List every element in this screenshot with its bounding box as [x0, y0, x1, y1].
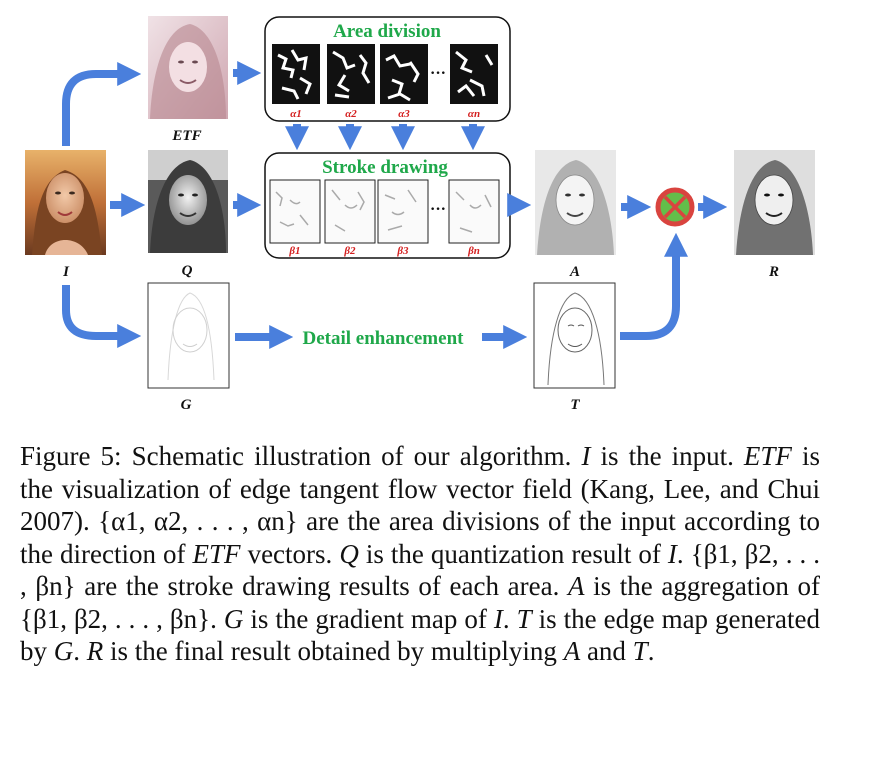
caption-text: Q — [339, 538, 359, 569]
beta-3: β3 — [396, 245, 409, 257]
stroke-ellipsis: ··· — [430, 201, 446, 218]
caption-text: . — [73, 636, 87, 666]
caption-text: T — [632, 636, 648, 666]
caption-text: is the edge map generated by — [20, 603, 820, 667]
alpha-n: αn — [468, 108, 480, 120]
label-T: T — [570, 397, 580, 413]
caption-text: Figure 5: Schematic illustration of our … — [20, 441, 582, 471]
area-division-title: Area division — [333, 21, 441, 42]
detail-enhancement-label: Detail enhancement — [303, 328, 465, 349]
label-Q: Q — [182, 263, 193, 279]
beta-1: β1 — [288, 245, 300, 257]
caption-text: is the input. — [590, 441, 744, 471]
caption-text: is the quantization result of — [358, 538, 668, 569]
caption-text: G — [53, 636, 74, 666]
stroke-drawing-title: Stroke drawing — [322, 157, 448, 178]
input-image-I — [25, 150, 106, 255]
label-G: G — [181, 397, 192, 413]
flow-arrows — [62, 61, 728, 349]
alpha-1: α1 — [290, 108, 302, 120]
caption-text: is the gradient map of — [243, 603, 494, 634]
arrow-T-to-multiply — [620, 232, 688, 340]
caption-text: is the visualization of edge tangent flo… — [20, 441, 820, 569]
stroke-results — [269, 179, 500, 244]
figure-caption: Figure 5: Schematic illustration of our … — [20, 440, 820, 668]
label-R: R — [768, 264, 779, 280]
area-ellipsis: ··· — [430, 65, 446, 82]
caption-text: . {β1, β2, . . . , βn} are the stroke dr… — [20, 538, 820, 602]
arrow-I-to-G — [62, 285, 142, 348]
caption-text: ETF — [743, 441, 792, 471]
result-image-R — [734, 150, 815, 255]
alpha-3: α3 — [398, 108, 410, 120]
caption-text: and — [580, 636, 633, 666]
caption-text: . — [647, 636, 655, 666]
caption-text: ETF — [192, 538, 241, 569]
edge-image-T — [533, 282, 616, 389]
caption-text: R — [86, 636, 104, 666]
caption-text: is the aggregation of {β1, β2, . . . , β… — [20, 571, 820, 634]
caption-text: A — [567, 571, 585, 601]
aggregation-image-A — [535, 150, 616, 255]
caption-text: I — [493, 603, 503, 634]
alpha-2: α2 — [345, 108, 357, 120]
gradient-image-G — [147, 282, 230, 389]
beta-2: β2 — [343, 245, 356, 257]
quantization-image-Q — [148, 150, 228, 253]
label-ETF: ETF — [171, 128, 201, 144]
multiply-operator-icon — [655, 187, 695, 227]
etf-image — [148, 16, 228, 119]
caption-text: I — [667, 538, 677, 569]
caption-text: I — [581, 441, 591, 471]
caption-text: . — [502, 603, 517, 634]
label-A: A — [569, 264, 580, 280]
algorithm-diagram: I ETF Q Area division ··· — [25, 16, 815, 413]
stroke-drawing-box: Stroke drawing ··· β1 β2 β3 βn — [264, 152, 511, 259]
beta-n: βn — [467, 245, 480, 257]
caption-text: vectors. — [240, 538, 340, 569]
area-division-box: Area division ··· α1 α2 α3 αn — [264, 16, 511, 122]
caption-text: A — [563, 636, 581, 666]
arrow-I-to-ETF — [62, 62, 142, 146]
label-I: I — [62, 264, 70, 280]
caption-text: T — [516, 603, 532, 634]
area-masks — [272, 44, 498, 104]
caption-text: G — [223, 603, 244, 634]
caption-text: is the final result obtained by multiply… — [103, 636, 564, 666]
